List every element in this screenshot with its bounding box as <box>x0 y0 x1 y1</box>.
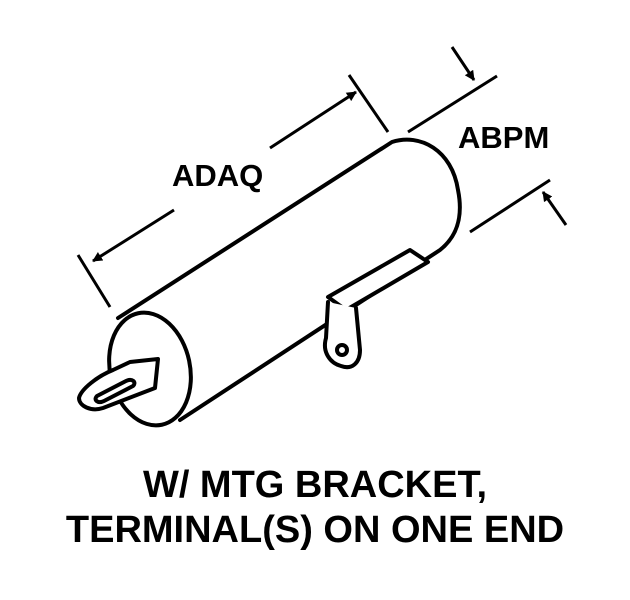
diameter-extension-line-top <box>407 74 498 134</box>
diameter-label: ABPM <box>458 120 549 155</box>
mounting-bracket <box>323 248 430 370</box>
diameter-arrow-bottom <box>541 191 568 226</box>
terminal-lug <box>77 357 160 412</box>
diameter-extension-line-bottom <box>469 178 551 234</box>
caption-line-1: W/ MTG BRACKET, <box>143 464 487 506</box>
cylinder-side <box>116 137 462 422</box>
length-label: ADAQ <box>172 158 263 193</box>
terminal-slot <box>93 377 137 405</box>
diameter-arrow-top <box>450 46 476 81</box>
length-dimension <box>76 74 390 308</box>
bracket-mounting-hole <box>335 343 349 357</box>
length-extension-line-right <box>347 74 390 133</box>
length-dimension-line <box>92 208 175 263</box>
length-dimension-line-right <box>269 90 357 150</box>
caption-line-2: TERMINAL(S) ON ONE END <box>66 509 564 551</box>
length-extension-line-left <box>76 254 112 308</box>
bracket-tab <box>323 300 362 370</box>
diameter-dimension <box>407 46 568 234</box>
